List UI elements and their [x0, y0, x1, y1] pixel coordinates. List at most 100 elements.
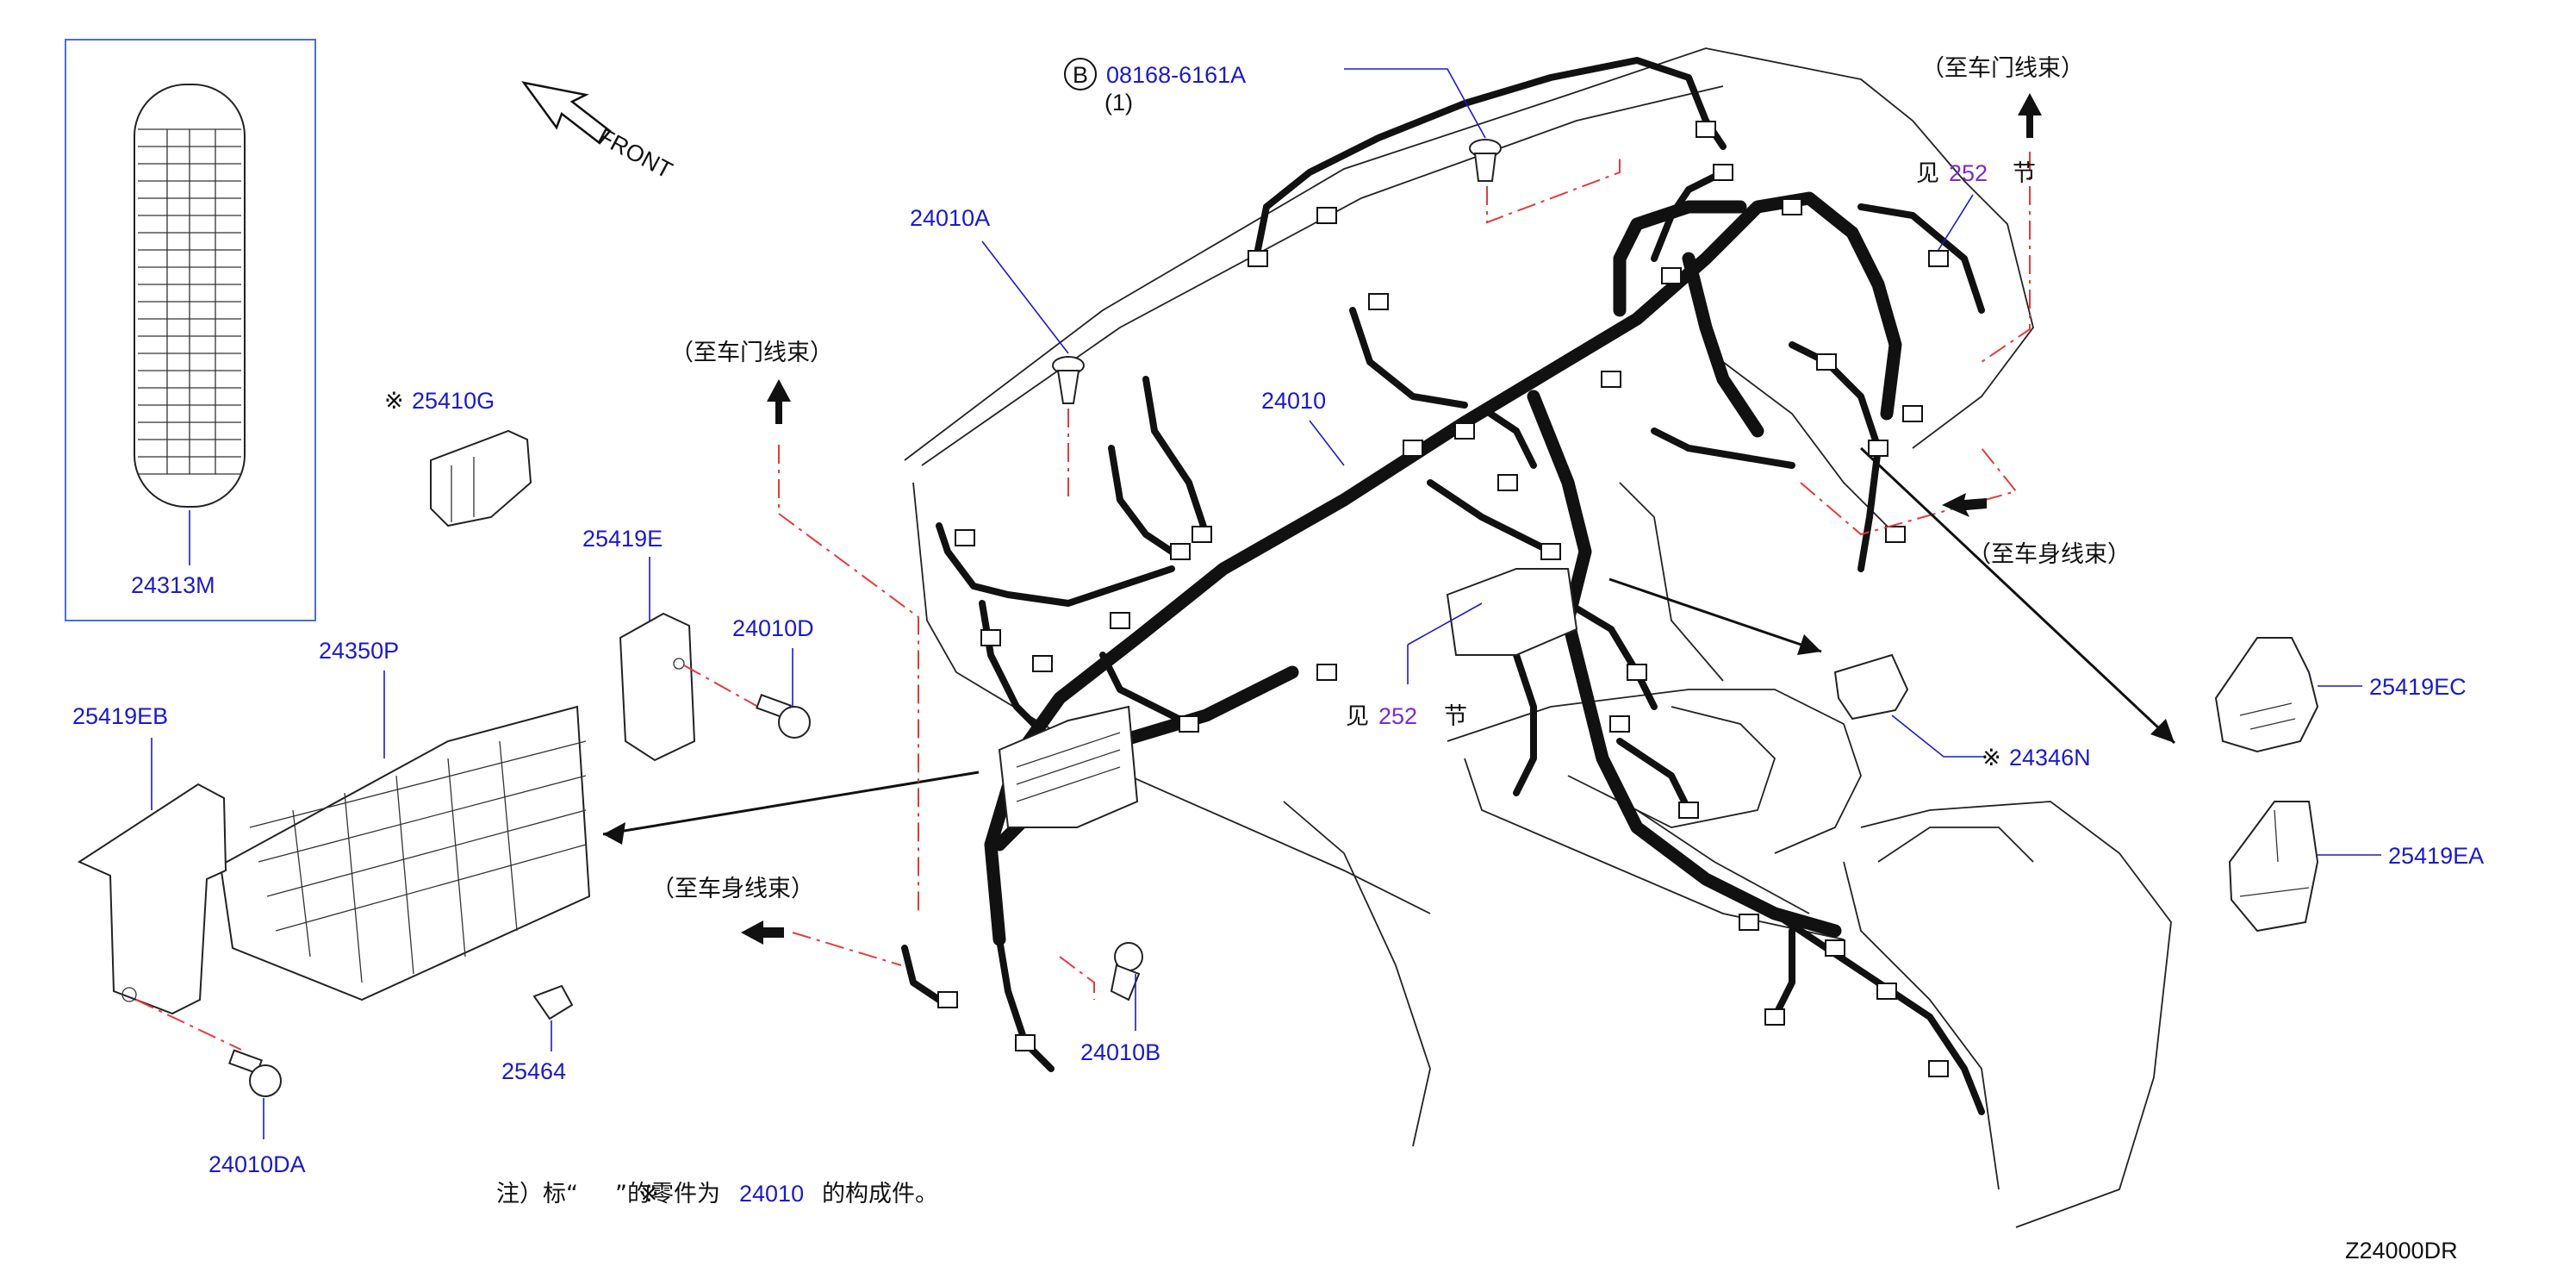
body-harness-right-label: （至车身线束）	[1968, 541, 2131, 568]
harness-connector	[1627, 664, 1647, 681]
see-prefix-middle: 见	[1346, 703, 1369, 730]
harness-connector	[1868, 440, 1888, 457]
bracket-25419E-group: 25419E	[582, 526, 759, 762]
harness-connector	[1696, 121, 1716, 138]
main-instrument-harness-24010[interactable]	[901, 57, 1985, 1115]
bolt-24010D-icon[interactable]	[756, 694, 811, 739]
harness-connector	[1403, 440, 1423, 457]
junction-box-on-harness	[998, 568, 1578, 828]
harness-connector	[1928, 1060, 1949, 1077]
door-harness-right-label: （至车门线束）	[1921, 55, 2084, 82]
harness-connector	[1928, 250, 1949, 267]
door-harness-right-note: （至车门线束） 见 252 节	[1916, 55, 2084, 363]
harness-connector	[1110, 612, 1130, 629]
callout-24346N-mark: ※	[1982, 745, 2001, 771]
front-direction-indicator: FRONT	[521, 81, 676, 184]
harness-connector	[1782, 198, 1802, 215]
harness-connector	[1540, 543, 1561, 560]
front-label: FRONT	[594, 123, 676, 184]
bolt-08168-circle-marker	[1064, 58, 1097, 90]
callout-24313M[interactable]: 24313M	[131, 572, 215, 598]
clip-24010B-icon[interactable]	[1110, 942, 1143, 1001]
harness-connectors	[937, 121, 1949, 1077]
diagram-code: Z24000DR	[2345, 1238, 2458, 1263]
footnote-mark: ※	[639, 1181, 659, 1207]
harness-connector	[1825, 939, 1845, 957]
body-harness-right-note: （至车身线束）	[1800, 447, 2131, 568]
harness-connector	[1764, 1008, 1785, 1026]
bolt-08168-group: B 08168-6161A (1)	[1064, 58, 1621, 224]
harness-connector	[980, 629, 1001, 646]
bracket-25419EB-part[interactable]	[77, 783, 227, 1015]
clip-24010B-group: 24010B	[1059, 942, 1160, 1065]
harness-connector	[1192, 526, 1212, 543]
callout-25419EC[interactable]: 25419EC	[2369, 674, 2467, 700]
see-suffix-top: 节	[2013, 160, 2036, 187]
callout-24010DA[interactable]: 24010DA	[208, 1151, 306, 1177]
body-harness-left-note: （至车身线束）	[651, 876, 902, 966]
callout-24010[interactable]: 24010	[1261, 388, 1326, 414]
callout-24346N[interactable]: 24346N	[2009, 745, 2091, 771]
callout-08168-6161A[interactable]: 08168-6161A	[1106, 62, 1246, 88]
see-section-252-middle: 见 252 节	[1346, 602, 1483, 730]
harness-connector	[1739, 914, 1759, 931]
bolt-08168-icon[interactable]	[1469, 139, 1502, 182]
fuse-block-group: 24350P	[219, 638, 980, 1001]
footnote-prefix: 注）标“	[496, 1181, 578, 1207]
harness-connector	[1678, 802, 1699, 819]
callout-24010B[interactable]: 24010B	[1080, 1039, 1160, 1065]
bolt-24010D-group: 24010D	[732, 615, 814, 739]
bracket-24346N-group: ※ 24346N	[1608, 577, 2091, 771]
bracket-25419EC-group: 25419EC	[1859, 446, 2467, 753]
harness-connector	[1454, 422, 1475, 440]
clip-24010A-icon[interactable]	[1052, 356, 1085, 404]
callout-24010A[interactable]: 24010A	[910, 205, 990, 231]
fuse-label-frame	[65, 39, 316, 621]
callout-25419EB[interactable]: 25419EB	[72, 703, 168, 729]
see-suffix-middle: 节	[1444, 703, 1467, 730]
harness-connector	[1885, 526, 1906, 543]
bolt-24010DA-icon[interactable]	[228, 1049, 282, 1097]
harness-connector	[1032, 655, 1053, 672]
harness-connector	[1368, 293, 1389, 310]
fuse-block-24350P-part[interactable]	[219, 705, 591, 1001]
bracket-24346N-part[interactable]	[1833, 653, 1909, 721]
callout-25464[interactable]: 25464	[501, 1058, 566, 1084]
see-link-252-middle[interactable]: 252	[1378, 703, 1417, 729]
bracket-25419EC-part[interactable]	[2214, 637, 2319, 753]
callout-25419EA[interactable]: 25419EA	[2388, 843, 2484, 869]
fuse-puller-group: ※ 25410G	[384, 388, 532, 527]
callout-25419E[interactable]: 25419E	[582, 526, 663, 552]
fuse-puller-part[interactable]	[430, 429, 532, 527]
callout-24010D[interactable]: 24010D	[732, 615, 814, 641]
door-harness-left-note: （至车门线束）	[670, 340, 919, 914]
see-link-252-top[interactable]: 252	[1949, 160, 1988, 186]
harness-connector	[937, 991, 958, 1008]
harness-connector	[1661, 267, 1682, 284]
bracket-25419EB-group: 25419EB	[72, 703, 242, 1051]
harness-connector	[1497, 474, 1518, 491]
see-prefix-top: 见	[1916, 160, 1939, 187]
fuse-25464-part[interactable]	[532, 984, 574, 1020]
front-arrow-icon	[521, 81, 612, 145]
bolt-08168-circle-letter: B	[1073, 62, 1088, 88]
door-harness-left-label: （至车门线束）	[670, 340, 833, 366]
callout-24350P[interactable]: 24350P	[319, 638, 399, 664]
footnote: 注）标“ ※ ”的零件为 24010 的构成件。	[496, 1181, 938, 1207]
bracket-25419EA-part[interactable]	[2228, 801, 2319, 933]
harness-24010-callout: 24010	[1261, 388, 1345, 466]
harness-connector	[955, 529, 975, 546]
callout-25410G[interactable]: 25410G	[412, 388, 495, 414]
footnote-suffix: 的构成件。	[822, 1181, 938, 1207]
footnote-link-24010[interactable]: 24010	[739, 1181, 804, 1207]
fuse-label-card-group: 24313M	[65, 39, 316, 621]
fuse-label-grid	[138, 128, 241, 475]
harness-connector	[1316, 207, 1337, 224]
body-harness-left-label: （至车身线束）	[651, 876, 814, 902]
harness-connector	[1248, 250, 1268, 267]
harness-connector	[1015, 1034, 1036, 1051]
callout-08168-qty: (1)	[1104, 90, 1133, 115]
harness-connector	[1902, 405, 1923, 422]
bracket-25419E-part[interactable]	[619, 612, 696, 762]
